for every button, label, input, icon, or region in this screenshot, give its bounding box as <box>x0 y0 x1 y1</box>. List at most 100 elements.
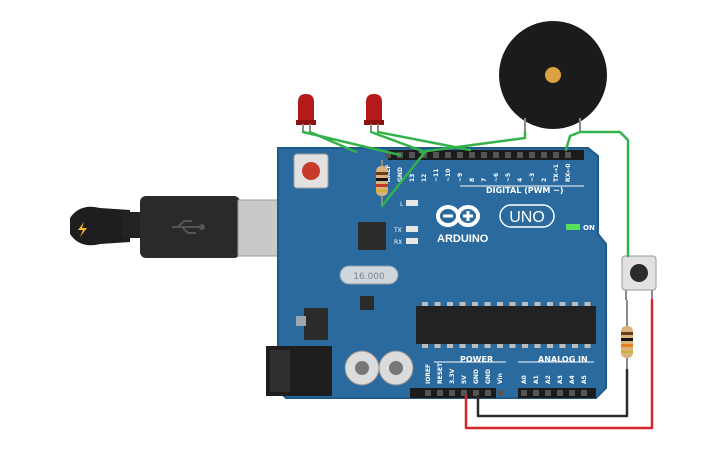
digital-pin-label: ~6 <box>493 173 500 182</box>
digital-pin-hole[interactable] <box>529 152 535 158</box>
chip-pin <box>547 302 553 306</box>
digital-pin-hole[interactable] <box>433 152 439 158</box>
arduino-logo-text: ARDUINO <box>437 233 489 245</box>
chip-pin <box>434 302 441 306</box>
lightning-icon <box>78 222 87 237</box>
digital-pin-label: 8 <box>469 178 476 182</box>
chip-pin <box>559 344 566 348</box>
chip-pin <box>447 344 453 348</box>
digital-pin-hole[interactable] <box>385 152 391 158</box>
red-led-2 <box>364 94 384 132</box>
digital-pin-hole[interactable] <box>505 152 511 158</box>
svg-text:UNO: UNO <box>509 209 545 226</box>
small-ic <box>360 296 374 310</box>
chip-pin <box>572 302 578 306</box>
digital-pin-label: GND <box>397 167 404 182</box>
chip-pin <box>522 344 528 348</box>
chip-pin <box>459 302 466 306</box>
analog-pin-hole[interactable] <box>569 390 575 396</box>
digital-header-label: DIGITAL (PWM ~) <box>486 186 564 195</box>
red-led-1 <box>296 94 316 132</box>
power-led <box>566 224 580 230</box>
chip-pin <box>534 302 541 306</box>
analog-pin-label: A4 <box>569 375 576 384</box>
chip-pin <box>422 344 428 348</box>
chip-pin <box>584 302 591 306</box>
chip-pin <box>559 302 566 306</box>
chip-pin <box>497 302 503 306</box>
chip-pin <box>584 344 591 348</box>
power-pin-hole[interactable] <box>497 390 503 396</box>
analog-pin-label: A1 <box>533 375 540 384</box>
arduino-logo <box>436 205 480 227</box>
analog-pin-hole[interactable] <box>521 390 527 396</box>
green-wire-5 <box>418 130 527 154</box>
chip-pin <box>572 344 578 348</box>
green-wire-6 <box>564 130 582 152</box>
chip-pin <box>484 344 491 348</box>
power-pin-hole[interactable] <box>461 390 467 396</box>
power-pin-hole[interactable] <box>425 390 431 396</box>
atmega-chip <box>416 302 596 348</box>
chip-pin <box>522 302 528 306</box>
digital-pin-hole[interactable] <box>457 152 463 158</box>
l-label: L <box>400 201 404 208</box>
usb-chip <box>358 222 386 250</box>
dc-power-jack <box>266 346 332 396</box>
chip-pin <box>509 302 516 306</box>
digital-pin-hole[interactable] <box>409 152 415 158</box>
analog-pin-hole[interactable] <box>545 390 551 396</box>
power-pin-label: 3.3V <box>449 368 456 384</box>
power-pin-label: 5V <box>461 375 468 384</box>
wires <box>301 130 654 430</box>
power-pin-hole[interactable] <box>473 390 479 396</box>
uno-badge: UNO <box>499 204 555 228</box>
piezo-buzzer <box>499 21 607 132</box>
digital-pin-hole[interactable] <box>469 152 475 158</box>
digital-pin-hole[interactable] <box>553 152 559 158</box>
svg-text:16.000: 16.000 <box>353 272 385 282</box>
analog-pin-hole[interactable] <box>581 390 587 396</box>
resistor-2 <box>621 300 633 370</box>
digital-pin-hole[interactable] <box>493 152 499 158</box>
digital-pin-hole[interactable] <box>517 152 523 158</box>
chip-pin <box>472 302 478 306</box>
power-pin-label: GND <box>485 369 492 384</box>
chip-pin <box>484 302 491 306</box>
digital-pin-label: 7 <box>481 178 488 182</box>
analog-pin-hole[interactable] <box>557 390 563 396</box>
crystal-oscillator: 16.000 <box>339 265 399 285</box>
digital-pin-hole[interactable] <box>541 152 547 158</box>
chip-pin <box>547 344 553 348</box>
digital-pin-label: AREF <box>385 165 392 182</box>
green-wire-7 <box>578 130 630 258</box>
chip-pin <box>509 344 516 348</box>
power-header-label: POWER <box>460 355 493 364</box>
rx-label: RX <box>394 239 402 246</box>
chip-pin <box>472 344 478 348</box>
analog-pin-hole[interactable] <box>533 390 539 396</box>
analog-pin-label: A2 <box>545 375 552 384</box>
digital-pin-label: 4 <box>517 178 524 182</box>
digital-pin-hole[interactable] <box>565 152 571 158</box>
digital-pin-label: ~10 <box>445 169 452 182</box>
power-pin-hole[interactable] <box>437 390 443 396</box>
chip-pin <box>422 302 428 306</box>
analog-header-label: ANALOG IN <box>538 355 588 364</box>
push-button[interactable] <box>621 255 657 300</box>
on-label: ON <box>583 224 595 232</box>
digital-pin-hole[interactable] <box>445 152 451 158</box>
power-pin-hole[interactable] <box>449 390 455 396</box>
arduino-board: 16.000 L TX RX ARDUINO UNO ON <box>266 147 607 399</box>
digital-pin-label: 2 <box>541 178 548 182</box>
power-pin-hole[interactable] <box>485 390 491 396</box>
digital-pin-hole[interactable] <box>481 152 487 158</box>
resistor-1 <box>376 160 388 206</box>
power-pin-label: Vin <box>497 373 504 384</box>
digital-pin-label: ~3 <box>529 173 536 182</box>
chip-pin <box>497 344 503 348</box>
digital-pin-label: RX←0 <box>565 164 572 182</box>
digital-pin-label: 12 <box>421 174 428 182</box>
